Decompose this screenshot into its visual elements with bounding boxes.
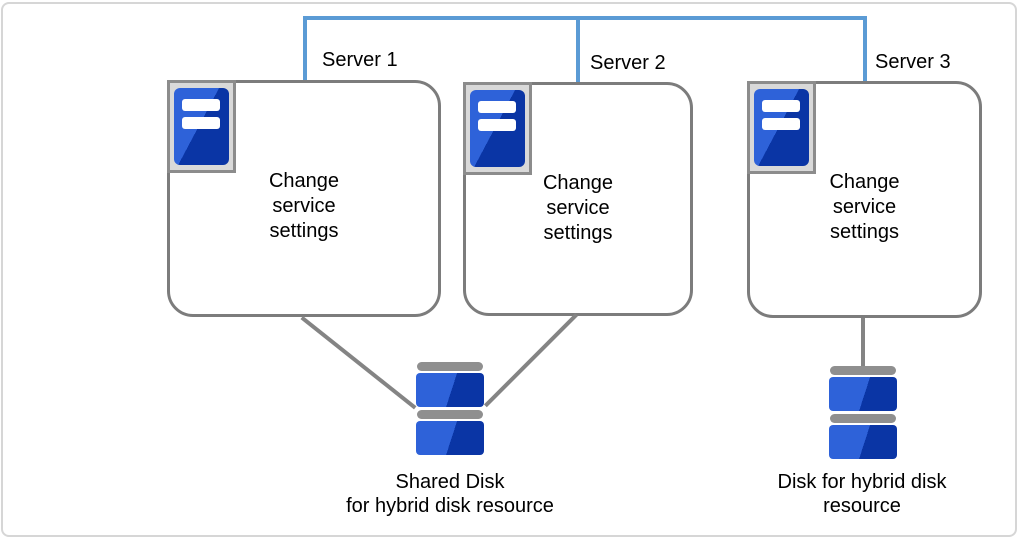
server-1-label: Server 1	[322, 49, 398, 71]
server-icon-slot	[762, 100, 800, 112]
disk-body	[416, 421, 484, 455]
network-line-horizontal	[303, 16, 867, 20]
server-icon-slot	[762, 118, 800, 130]
standalone-disk-icon	[829, 366, 897, 462]
standalone-disk-label: Disk for hybrid disk resource	[777, 471, 947, 517]
connector-server-3-to-disk	[861, 318, 865, 370]
server-3-label: Server 3	[875, 51, 951, 73]
disk-body	[829, 377, 897, 411]
server-icon	[747, 81, 816, 174]
server-icon-panel	[754, 89, 809, 166]
network-line-drop-server-1	[303, 16, 307, 81]
server-icon-panel	[174, 88, 229, 165]
shared-disk-label: Shared Disk for hybrid disk resource	[346, 471, 554, 517]
disk-cap	[417, 362, 483, 371]
server-icon	[167, 80, 236, 173]
server-3-task-text: Change service settings	[829, 171, 900, 243]
disk-body	[829, 425, 897, 459]
server-1-box: Change service settings	[167, 80, 441, 317]
server-2-box: Change service settings	[463, 82, 693, 316]
network-line-drop-server-2	[576, 16, 580, 83]
network-line-drop-server-3	[863, 16, 867, 82]
disk-cap	[417, 410, 483, 419]
server-2-task-text: Change service settings	[542, 172, 614, 244]
disk-cap	[830, 414, 896, 423]
server-2-label: Server 2	[590, 52, 666, 74]
server-icon-slot	[478, 101, 516, 113]
canvas-border	[1, 2, 1017, 537]
shared-disk-icon	[416, 362, 484, 458]
server-icon-panel	[470, 90, 525, 167]
disk-cap	[830, 366, 896, 375]
server-icon-slot	[478, 119, 516, 131]
server-icon-slot	[182, 99, 220, 111]
server-icon-slot	[182, 117, 220, 129]
server-1-task-text: Change service settings	[268, 170, 340, 242]
disk-body	[416, 373, 484, 407]
server-icon	[463, 82, 532, 175]
